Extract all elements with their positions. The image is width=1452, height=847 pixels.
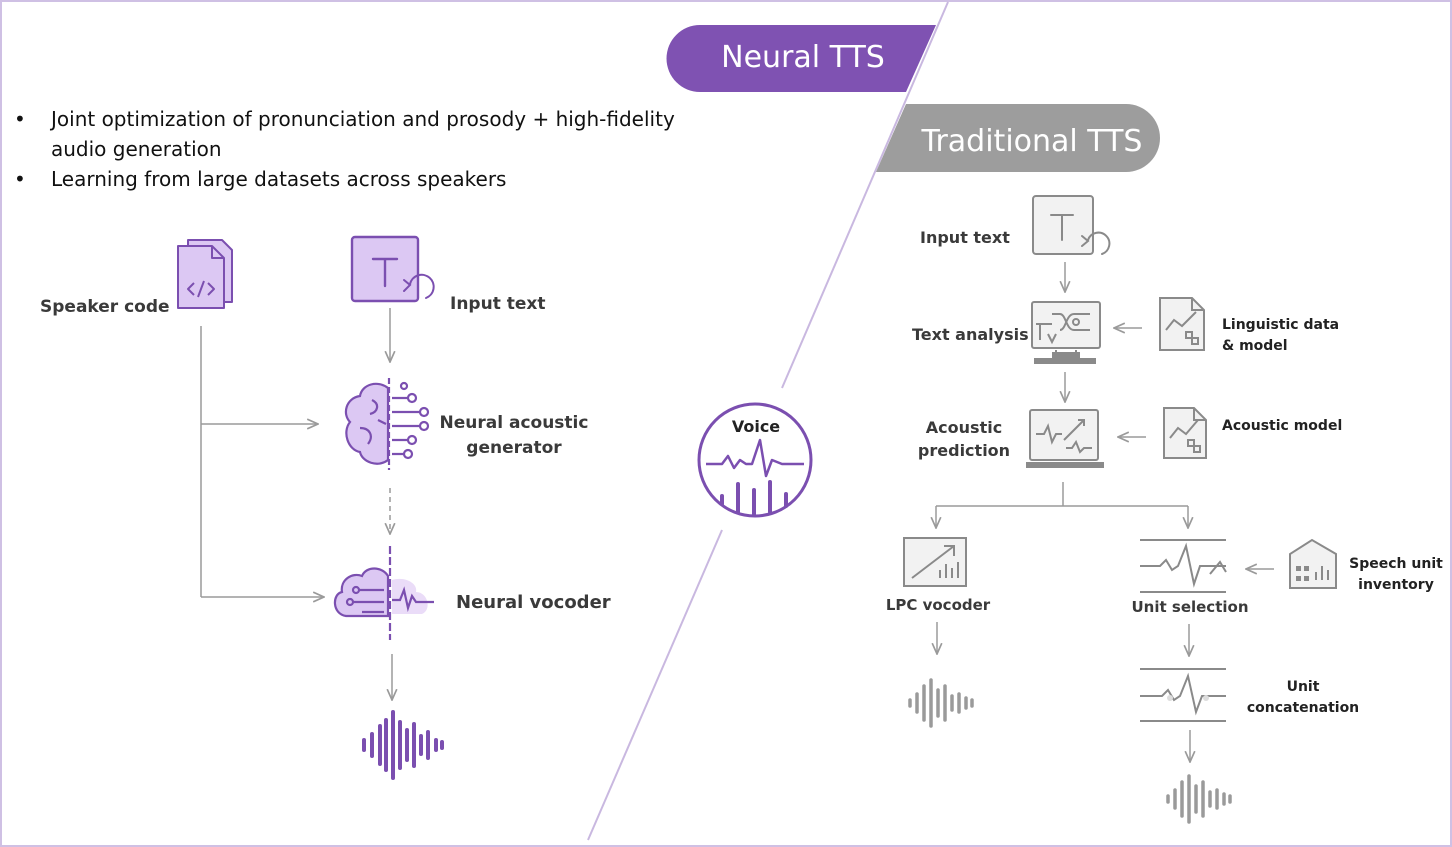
lpc-chart-icon — [903, 537, 967, 587]
lpc-vocoder-label: LPC vocoder — [886, 596, 991, 614]
bullet-marker: • — [14, 167, 26, 191]
cloud-circuit-icon — [333, 546, 434, 640]
neural-vocoder-label: Neural vocoder — [456, 592, 611, 613]
voice-label: Voice — [732, 417, 780, 436]
waveform-icon — [362, 710, 444, 780]
acoustic-prediction-label-1: Acoustic — [926, 418, 1002, 437]
bullet-item: • Joint optimization of pronunciation an… — [14, 104, 704, 164]
unit-concatenation-label-2: concatenation — [1247, 700, 1359, 716]
bullet-marker: • — [14, 107, 26, 131]
concatenation-waveform-icon — [1140, 668, 1226, 722]
acoustic-generator-label-1: Neural acoustic — [440, 413, 589, 433]
bullet-item: • Learning from large datasets across sp… — [14, 164, 704, 194]
document-chart-icon-2 — [1163, 407, 1207, 459]
input-text-label-neural: Input text — [450, 294, 546, 314]
bullet-text: Joint optimization of pronunciation and … — [51, 107, 675, 161]
text-input-icon — [350, 235, 435, 303]
unit-waveform-icon — [1140, 539, 1227, 593]
voice-circle-icon: Voice — [697, 402, 813, 518]
waveform-icon-unit — [1166, 774, 1232, 824]
speaker-code-connectors — [200, 326, 324, 597]
branch-connectors — [936, 482, 1188, 528]
acoustic-model-label: Acoustic model — [1222, 418, 1342, 434]
brain-circuit-icon — [344, 378, 430, 470]
divider-line-top — [781, 1, 949, 389]
traditional-tts-banner: Traditional TTS — [876, 104, 1160, 172]
linguistic-label-2: & model — [1222, 338, 1288, 354]
text-analysis-label: Text analysis — [912, 325, 1029, 344]
acoustic-display-icon — [1026, 409, 1104, 468]
bullet-text: Learning from large datasets across spea… — [51, 167, 507, 191]
unit-concatenation-label-1: Unit — [1287, 679, 1320, 695]
acoustic-generator-label-2: generator — [466, 438, 562, 458]
waveform-icon-lpc — [908, 678, 974, 728]
monitor-analysis-icon — [1031, 301, 1101, 364]
neural-bullet-list: • Joint optimization of pronunciation an… — [14, 104, 704, 194]
speech-unit-inventory-label-1: Speech unit — [1349, 556, 1443, 572]
divider-line-bottom — [587, 529, 723, 841]
document-chart-icon — [1159, 297, 1205, 351]
input-text-label-traditional: Input text — [920, 228, 1010, 247]
neural-tts-banner: Neural TTS — [666, 25, 936, 92]
speech-unit-inventory-label-2: inventory — [1358, 577, 1434, 593]
code-file-icon — [177, 239, 233, 309]
traditional-tts-title: Traditional TTS — [921, 124, 1143, 159]
unit-selection-label: Unit selection — [1132, 598, 1249, 616]
linguistic-label-1: Linguistic data — [1222, 317, 1339, 333]
speaker-code-label: Speaker code — [40, 297, 170, 317]
acoustic-prediction-label-2: prediction — [918, 441, 1010, 460]
neural-tts-title: Neural TTS — [721, 40, 885, 75]
building-icon — [1289, 538, 1337, 589]
text-input-icon-gray — [1032, 195, 1111, 255]
